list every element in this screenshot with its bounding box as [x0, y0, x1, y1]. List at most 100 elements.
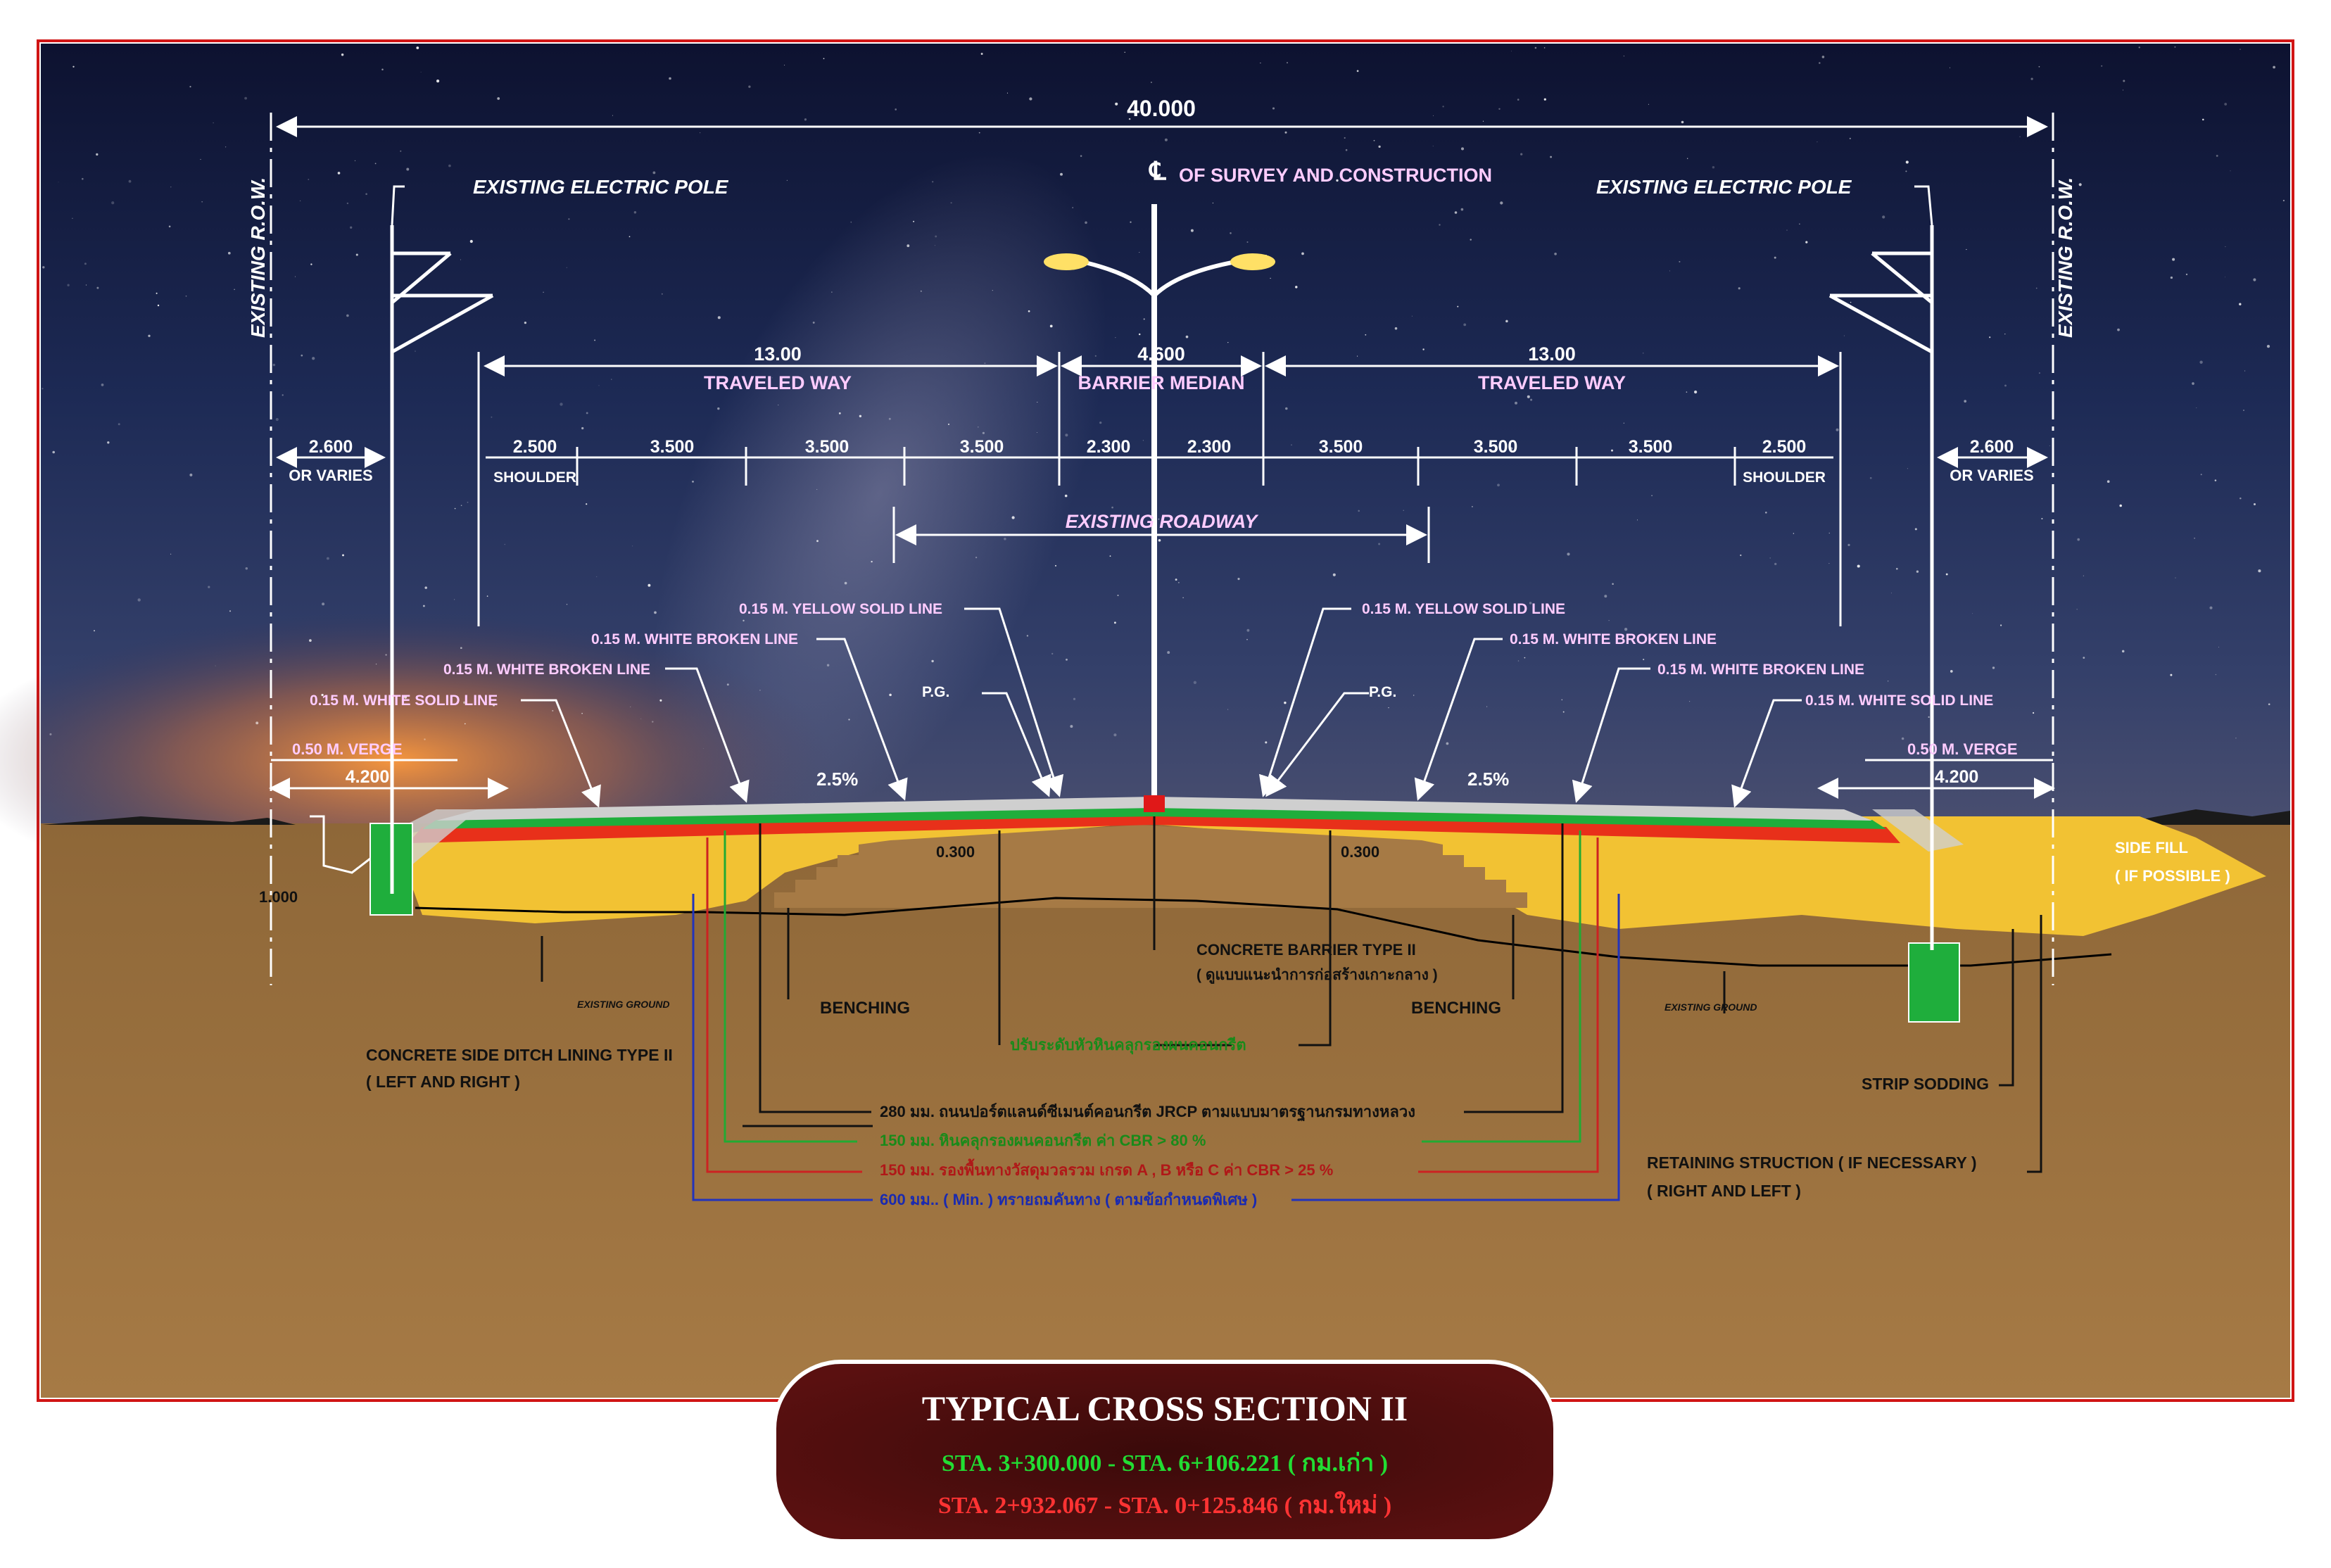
star [1460, 208, 1464, 211]
lane-dim-4: 2.300 [1087, 437, 1131, 457]
dim-offset-right: 0.300 [1341, 843, 1379, 861]
star [1285, 407, 1288, 410]
star [1554, 252, 1557, 255]
star [52, 450, 55, 454]
star [935, 235, 937, 238]
centerline-symbol: ℄ [1148, 156, 1166, 185]
benching-right: BENCHING [1411, 999, 1501, 1018]
layer-3: 600 มม.. ( Min. ) ทรายถมคันทาง ( ตามข้อก… [880, 1191, 1257, 1208]
star [1072, 207, 1074, 208]
callout-lines-dark [541, 816, 2042, 1201]
star [1066, 658, 1068, 661]
star [1357, 355, 1358, 357]
star [1138, 333, 1141, 336]
slope-left-label: 2.5% [816, 769, 858, 790]
star [381, 68, 384, 70]
star [1765, 512, 1767, 514]
star [1950, 670, 1953, 673]
star [581, 712, 583, 714]
side-fill-1: SIDE FILL [2115, 839, 2188, 856]
star [1142, 440, 1144, 441]
shoulder-left: SHOULDER [493, 469, 576, 486]
horizon-hills [42, 809, 2290, 825]
star [1117, 594, 1119, 597]
star [550, 443, 552, 445]
text-layer: 40.000 ℄ OF SURVEY AND CONSTRUCTION EXIS… [247, 96, 2230, 1208]
star [612, 115, 613, 116]
existing-ground-left: EXISTING GROUND [577, 999, 669, 1010]
star [370, 453, 373, 456]
star [255, 721, 259, 725]
star [1073, 697, 1076, 700]
star [1882, 215, 1885, 219]
star [201, 201, 203, 203]
star [189, 86, 191, 88]
dim-total: 40.000 [1127, 96, 1196, 121]
ditch-left-outline [310, 815, 371, 874]
star [1847, 543, 1850, 547]
star [1740, 554, 1742, 557]
star [1836, 428, 1839, 431]
star [2282, 199, 2285, 202]
star [804, 118, 807, 121]
star [992, 289, 993, 291]
star [628, 236, 631, 238]
star [322, 602, 325, 606]
star [49, 733, 52, 735]
star [1567, 552, 1570, 556]
star [312, 357, 315, 360]
star [1945, 573, 1948, 576]
star [1432, 115, 1434, 116]
star [1193, 681, 1197, 684]
star [1099, 421, 1102, 424]
lamp-right [1230, 253, 1275, 270]
pole-label-left: EXISTING ELECTRIC POLE [473, 176, 729, 198]
star [1681, 120, 1684, 124]
star [72, 65, 75, 68]
star [611, 379, 612, 380]
star [454, 507, 456, 510]
star [1964, 400, 1967, 403]
star [1849, 137, 1851, 139]
star [1111, 506, 1113, 509]
star [786, 179, 788, 181]
white-solid-left: 0.15 M. WHITE SOLID LINE [310, 693, 498, 709]
star [346, 202, 349, 205]
star [2172, 258, 2175, 261]
star [978, 132, 980, 134]
star [812, 321, 815, 324]
star [1805, 241, 1808, 244]
lane-dim-9: 2.500 [1762, 437, 1807, 457]
dim-traveled-left: 13.00 [754, 343, 802, 365]
verge-left: 0.50 M. VERGE [292, 740, 403, 758]
star [726, 683, 729, 686]
star [1051, 652, 1054, 655]
star [895, 108, 897, 110]
star [1085, 221, 1087, 225]
star [1612, 583, 1614, 586]
star [1524, 657, 1526, 659]
title-plate [772, 1360, 1558, 1543]
star [826, 664, 830, 667]
star [850, 221, 852, 223]
star [2244, 370, 2246, 372]
star [1378, 145, 1381, 148]
star [460, 505, 462, 507]
star [460, 647, 462, 650]
star [1989, 336, 1991, 339]
star [1158, 538, 1161, 542]
star [1004, 538, 1006, 540]
star [838, 412, 841, 415]
star [661, 293, 663, 295]
star [1679, 260, 1681, 263]
star [2273, 65, 2275, 69]
star [1411, 315, 1413, 317]
star [1284, 131, 1287, 134]
star [2242, 409, 2245, 412]
star [1850, 301, 1852, 303]
star [705, 189, 707, 191]
star [1636, 519, 1638, 521]
star [759, 690, 761, 691]
star [823, 58, 825, 60]
title-block: TYPICAL CROSS SECTION II STA. 3+300.000 … [772, 1360, 1558, 1543]
